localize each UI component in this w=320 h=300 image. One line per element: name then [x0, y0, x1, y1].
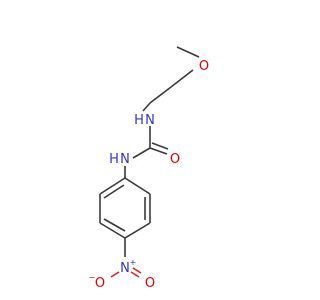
charge-plus: +: [130, 258, 137, 267]
ring-bond-3: [99, 222, 126, 239]
bond-c-o-2: [151, 142, 169, 150]
ring-bond-3-inner: [103, 218, 126, 232]
atom-n-upper: N: [145, 113, 155, 128]
ring-bond-1: [99, 177, 126, 195]
bond-ch2-n-upper: [142, 102, 151, 112]
molecule-svg: O N H O N H N + O − O: [89, 46, 209, 291]
atom-o-nitro-left: O: [95, 276, 105, 291]
ring-bond-1-inner: [103, 184, 125, 199]
atom-n-nitro: N: [120, 261, 130, 276]
bond-ch2-ch2: [149, 86, 172, 104]
atom-o-methoxy: O: [199, 59, 209, 74]
bond-c-n-lower: [132, 147, 151, 159]
bond-nitro-o-right-2: [132, 267, 142, 274]
bond-nitro-o-right-1: [130, 271, 140, 278]
ring-bond-4: [124, 222, 151, 239]
bond-ch3-o: [176, 46, 200, 58]
bond-o-ch2: [170, 69, 194, 88]
atom-h-lower: H: [109, 152, 119, 167]
structure-diagram: O N H O N H N + O − O: [89, 46, 209, 291]
atom-n-lower: N: [120, 152, 130, 167]
ring-bond-6: [124, 177, 151, 195]
atom-o-nitro-right: O: [145, 276, 155, 291]
bond-nitro-o-left: [110, 271, 120, 278]
atom-o-carbonyl: O: [170, 152, 180, 167]
charge-minus: −: [89, 273, 96, 282]
bond-c-o-1: [149, 147, 168, 155]
atom-h-upper: H: [134, 113, 144, 128]
